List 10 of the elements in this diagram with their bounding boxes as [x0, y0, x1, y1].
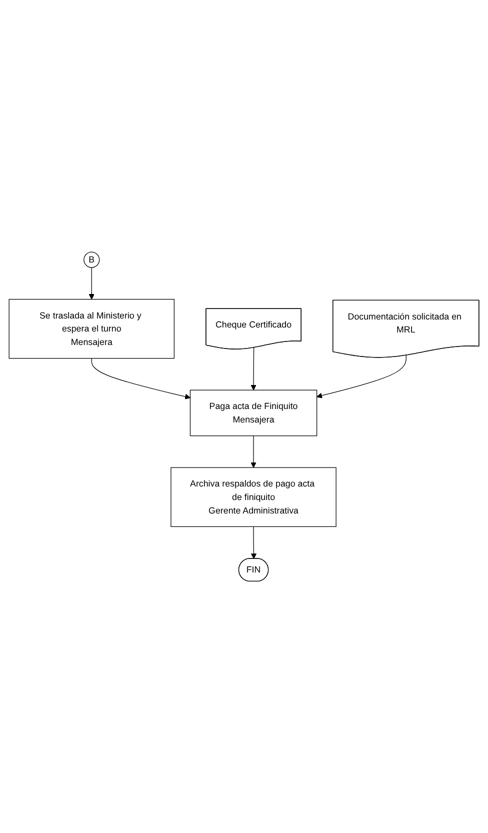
arrow: [250, 526, 257, 559]
arrow: [250, 347, 256, 390]
node-box: Paga acta de Finiquito Mensajera: [190, 390, 318, 436]
arrow: [250, 435, 256, 468]
node-box: Se traslada al Ministerio y espera el turno Mensajera: [8, 298, 174, 358]
node-box: Archiva respaldos de pago acta de finiquito Gerente Administrativa: [170, 467, 336, 527]
arrow: [91, 358, 190, 400]
node-circle: B: [84, 252, 100, 268]
arrow: [88, 267, 94, 300]
arrow: [316, 354, 406, 398]
